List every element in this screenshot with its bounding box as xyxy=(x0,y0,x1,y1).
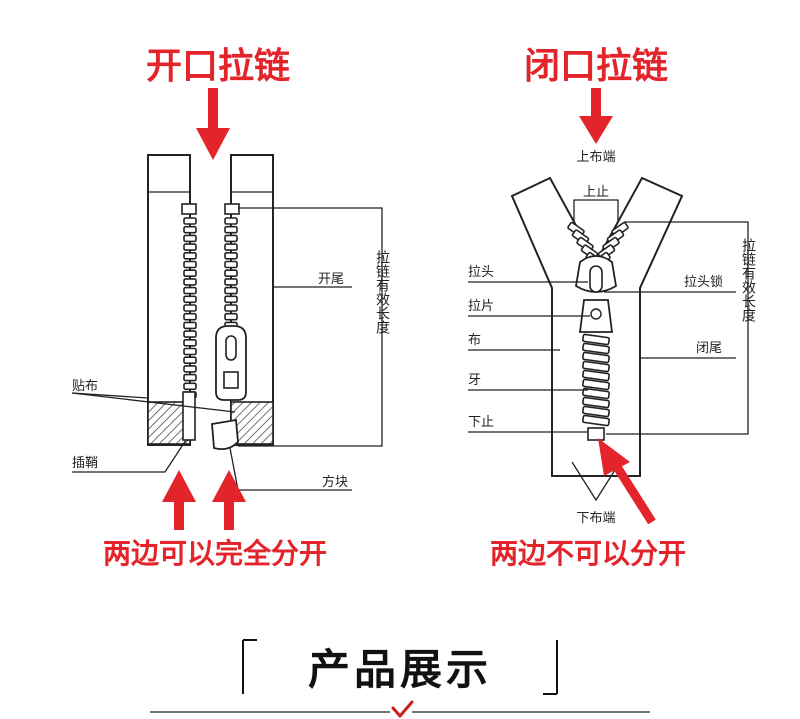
open-zipper-label-tie-cloth: 贴布 xyxy=(72,379,98,394)
closed-zipper-label-closed-tail: 闭尾 xyxy=(696,341,722,356)
zipper-tooth xyxy=(183,373,197,382)
zipper-tooth xyxy=(183,217,197,225)
zipper-tooth xyxy=(582,351,610,364)
zipper-tooth xyxy=(183,234,197,243)
zipper-tooth xyxy=(582,396,610,409)
zipper-tooth xyxy=(183,382,197,391)
zipper-tooth xyxy=(582,333,610,346)
zipper-tooth xyxy=(183,347,197,356)
zipper-tooth xyxy=(183,260,197,269)
closed-zipper-label-top-tape-end: 上布端 xyxy=(576,150,615,165)
up-arrow-icon xyxy=(212,470,246,530)
zipper-tooth xyxy=(224,312,238,321)
zipper-tooth xyxy=(183,338,197,347)
open-zipper-label-box: 方块 xyxy=(322,474,348,490)
diagonal-arrow-icon xyxy=(598,438,656,525)
closed-zipper-label-slider: 拉头 xyxy=(468,265,494,280)
down-arrow-icon xyxy=(579,88,613,144)
zipper-tooth xyxy=(183,286,197,295)
closed-zipper-label-pull-tab: 拉片 xyxy=(468,299,494,314)
section-title: 产品展示 xyxy=(308,645,492,694)
down-arrow-icon xyxy=(196,88,230,160)
open-zipper-teeth-left xyxy=(183,217,197,399)
check-mark-icon xyxy=(391,700,414,718)
closed-zipper-label-slider-lock: 拉头锁 xyxy=(684,274,723,290)
zipper-tooth xyxy=(183,252,197,260)
zipper-tooth xyxy=(224,234,238,243)
zipper-tooth xyxy=(183,225,197,234)
zipper-tooth xyxy=(224,252,238,260)
closed-zipper-label-top-stop: 上止 xyxy=(583,185,609,200)
closed-zipper-label-tape: 布 xyxy=(468,333,481,348)
zipper-tooth xyxy=(183,356,197,365)
zipper-tooth xyxy=(224,260,238,269)
closed-zipper-effective-length: 拉链有效长度 xyxy=(740,238,756,322)
open-zipper-box xyxy=(211,418,239,451)
zipper-tooth xyxy=(183,365,197,373)
zipper-tooth xyxy=(183,312,197,321)
zipper-tooth xyxy=(224,217,238,225)
zipper-tooth xyxy=(582,405,610,418)
open-zipper-label-open-tail: 开尾 xyxy=(318,272,344,287)
open-zipper-slider xyxy=(215,325,247,401)
closed-zipper-title: 闭口拉链 xyxy=(524,46,668,87)
zipper-tooth xyxy=(183,330,197,338)
zipper-tooth xyxy=(582,360,610,373)
zipper-tooth xyxy=(582,342,610,355)
closed-zipper-slider xyxy=(575,255,617,333)
zipper-tooth xyxy=(582,369,610,382)
closed-zipper: 闭口拉链 上布端 下布端 上止 拉头 拉片 xyxy=(468,46,756,570)
closed-zipper-label-bottom-tape-end: 下布端 xyxy=(576,511,615,526)
closed-zipper-bottom-tape-end xyxy=(571,461,621,502)
closed-zipper-label-teeth: 牙 xyxy=(468,373,481,388)
open-zipper: 开口拉链 拉链有效长 xyxy=(71,46,390,570)
open-zipper-caption: 两边可以完全分开 xyxy=(103,537,327,570)
zipper-tooth xyxy=(582,378,610,391)
zipper-tooth xyxy=(183,321,197,330)
zipper-tooth xyxy=(183,243,197,251)
zipper-tooth xyxy=(224,295,238,304)
zipper-tooth xyxy=(582,387,610,400)
closed-zipper-teeth-body xyxy=(582,333,610,427)
zipper-tooth xyxy=(183,304,197,312)
up-arrow-icon xyxy=(162,470,196,530)
zipper-tooth xyxy=(224,286,238,295)
zipper-tooth xyxy=(224,243,238,251)
open-zipper-teeth-right xyxy=(224,217,238,330)
zipper-tooth xyxy=(183,295,197,304)
zipper-tooth xyxy=(582,414,610,427)
open-zipper-effective-length: 拉链有效长度 xyxy=(374,250,390,334)
closed-zipper-bottom-stop xyxy=(587,427,605,441)
zipper-tooth xyxy=(183,278,197,286)
closed-zipper-caption: 两边不可以分开 xyxy=(490,537,686,570)
open-zipper-length-bracket xyxy=(238,207,383,447)
zipper-tooth xyxy=(224,304,238,312)
product-showcase-header: 产品展示 xyxy=(150,639,650,718)
open-zipper-title: 开口拉链 xyxy=(146,46,290,87)
open-zipper-top-stop-right xyxy=(224,203,240,215)
zipper-tooth xyxy=(224,225,238,234)
zipper-tooth xyxy=(183,269,197,278)
zipper-tooth xyxy=(224,278,238,286)
open-zipper-label-insert-pin: 插鞘 xyxy=(72,456,98,471)
zipper-tooth xyxy=(224,269,238,278)
closed-zipper-label-bottom-stop: 下止 xyxy=(468,415,494,430)
open-zipper-insert-pin xyxy=(182,391,196,441)
closed-zipper-length-bracket xyxy=(606,221,749,435)
open-zipper-top-stop-left xyxy=(181,203,197,215)
